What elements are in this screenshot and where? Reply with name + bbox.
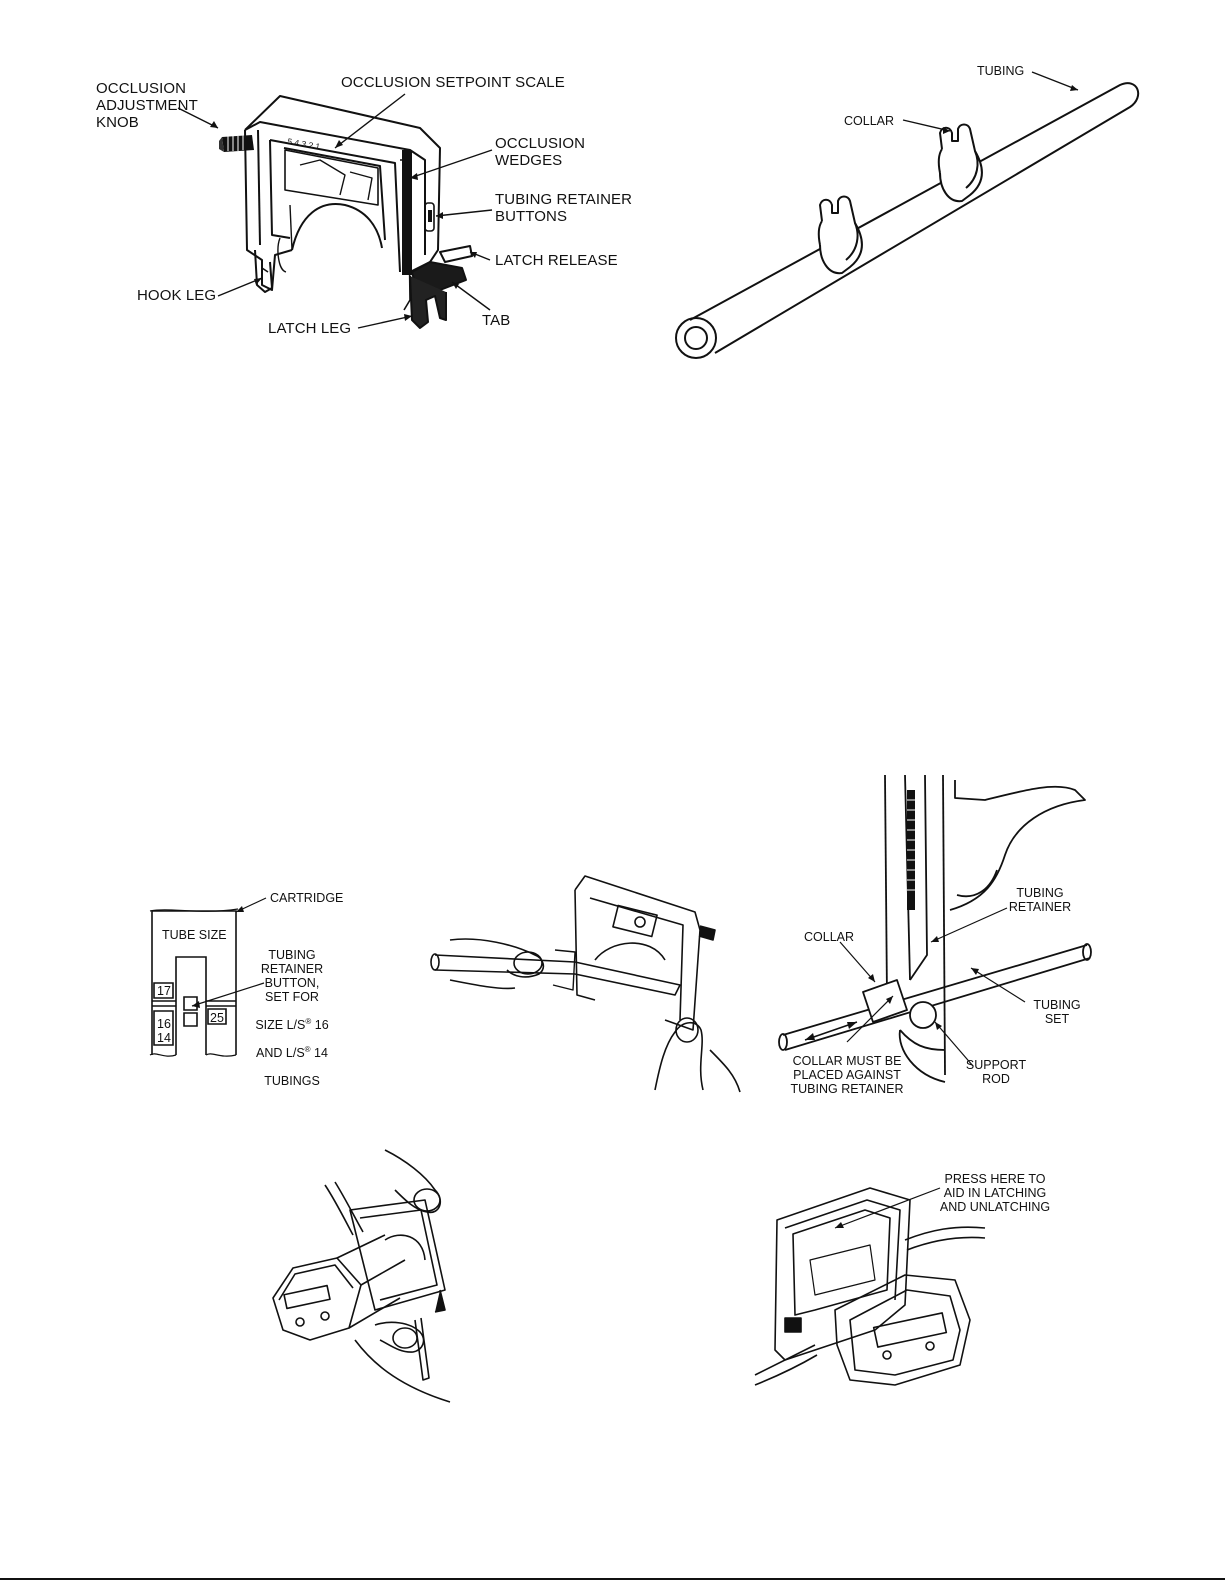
support-rod-shape <box>910 1002 936 1028</box>
leader-tubing-set <box>971 968 1025 1002</box>
label-latch-leg: LATCH LEG <box>268 320 352 337</box>
leader-tab <box>452 282 490 310</box>
latched-pump-drawing <box>755 1170 985 1410</box>
leader-retainer <box>931 908 1007 942</box>
cartridge-front-face <box>245 130 292 290</box>
label-tubing-set: TUBING SET <box>1033 998 1081 1026</box>
leader-note <box>847 996 893 1042</box>
leader-knob <box>178 108 218 128</box>
label-hook-leg: HOOK LEG <box>137 287 217 304</box>
label-tubing: TUBING <box>977 64 1025 78</box>
label-occlusion-knob: OCCLUSION ADJUSTMENT KNOB <box>96 80 198 131</box>
collar-placement-drawing <box>775 770 1105 1100</box>
retainer-button-shape <box>425 203 434 231</box>
size-25-box <box>208 1009 226 1024</box>
leader-wedges <box>410 150 492 178</box>
cartridge-arch <box>292 204 382 250</box>
label-retainer-button-note: TUBING RETAINER BUTTON, SET FOR SIZE L/S… <box>238 934 346 1088</box>
bottom-hand <box>375 1322 424 1352</box>
tubing-collars-drawing <box>660 55 1160 365</box>
latch-leg-shape <box>410 276 446 328</box>
cartridge-frame-mount <box>350 1200 445 1310</box>
housing-curve <box>950 780 1085 910</box>
label-setpoint-scale: OCCLUSION SETPOINT SCALE <box>341 74 565 91</box>
leader-collar <box>903 120 950 131</box>
retainer-frame <box>885 775 887 998</box>
mounting-drawing <box>265 1140 465 1410</box>
leader-retainer <box>436 210 492 216</box>
tubing-body <box>690 83 1138 353</box>
tube-size-drawing <box>140 885 260 1060</box>
hook-leg-shape <box>255 250 272 292</box>
note-line-last: TUBINGS <box>264 1074 320 1089</box>
label-size-25: 25 <box>210 1011 224 1025</box>
retainer-button-lower <box>184 1013 197 1026</box>
note-line-size14: AND L/S® 14 <box>256 1045 328 1061</box>
tubing-small <box>435 955 575 974</box>
size-17-box <box>154 983 173 998</box>
leader-tubing <box>1032 72 1078 90</box>
pump-head-latched <box>835 1275 970 1385</box>
cartridge-frame-small <box>575 876 700 1030</box>
label-latch-release: LATCH RELEASE <box>495 252 618 269</box>
label-support-rod: SUPPORT ROD <box>965 1058 1027 1086</box>
label-size-16: 16 <box>157 1017 171 1031</box>
left-hand <box>450 939 543 988</box>
cartridge-parts-drawing: 5 4 3 2 1 <box>0 0 650 360</box>
leader-latch-leg <box>358 316 412 328</box>
leader-collar <box>840 942 875 982</box>
hands-loading-drawing <box>425 870 755 1095</box>
label-occlusion-wedges: OCCLUSION WEDGES <box>495 135 586 169</box>
label-tab: TAB <box>482 312 511 329</box>
label-retainer-buttons: TUBING RETAINER BUTTONS <box>495 191 633 225</box>
label-size-14: 14 <box>157 1031 171 1045</box>
label-press-here: PRESS HERE TO AID IN LATCHING AND UNLATC… <box>939 1172 1051 1214</box>
leader-scale <box>335 94 405 148</box>
leader-press-here <box>835 1188 940 1228</box>
note-line-1: TUBING RETAINER BUTTON, SET FOR <box>260 948 324 1004</box>
tubing-end <box>676 318 716 358</box>
tubing-set-line <box>783 945 1090 1050</box>
label-cartridge: CARTRIDGE <box>270 891 344 905</box>
label-collar-top: COLLAR <box>844 114 895 128</box>
label-tubing-retainer: TUBING RETAINER <box>1008 886 1072 914</box>
top-hand <box>385 1150 440 1212</box>
leader-rod <box>935 1022 973 1066</box>
label-collar-note: COLLAR MUST BE PLACED AGAINST TUBING RET… <box>790 1054 904 1096</box>
page-bottom-rule <box>0 1578 1225 1580</box>
note-line-size16: SIZE L/S® 16 <box>255 1017 329 1033</box>
right-hand <box>655 1023 703 1090</box>
latch-bar <box>402 150 412 275</box>
label-size-17: 17 <box>157 984 171 998</box>
label-collar-detail: COLLAR <box>804 930 855 944</box>
pump-head-hex <box>273 1258 361 1340</box>
cartridge-window <box>285 150 378 205</box>
collar-box <box>863 980 907 1022</box>
size-16-14-box <box>154 1011 173 1045</box>
tubing-latched <box>755 1345 817 1385</box>
cartridge-body-latched <box>775 1188 910 1360</box>
label-tube-size: TUBE SIZE <box>162 928 227 942</box>
